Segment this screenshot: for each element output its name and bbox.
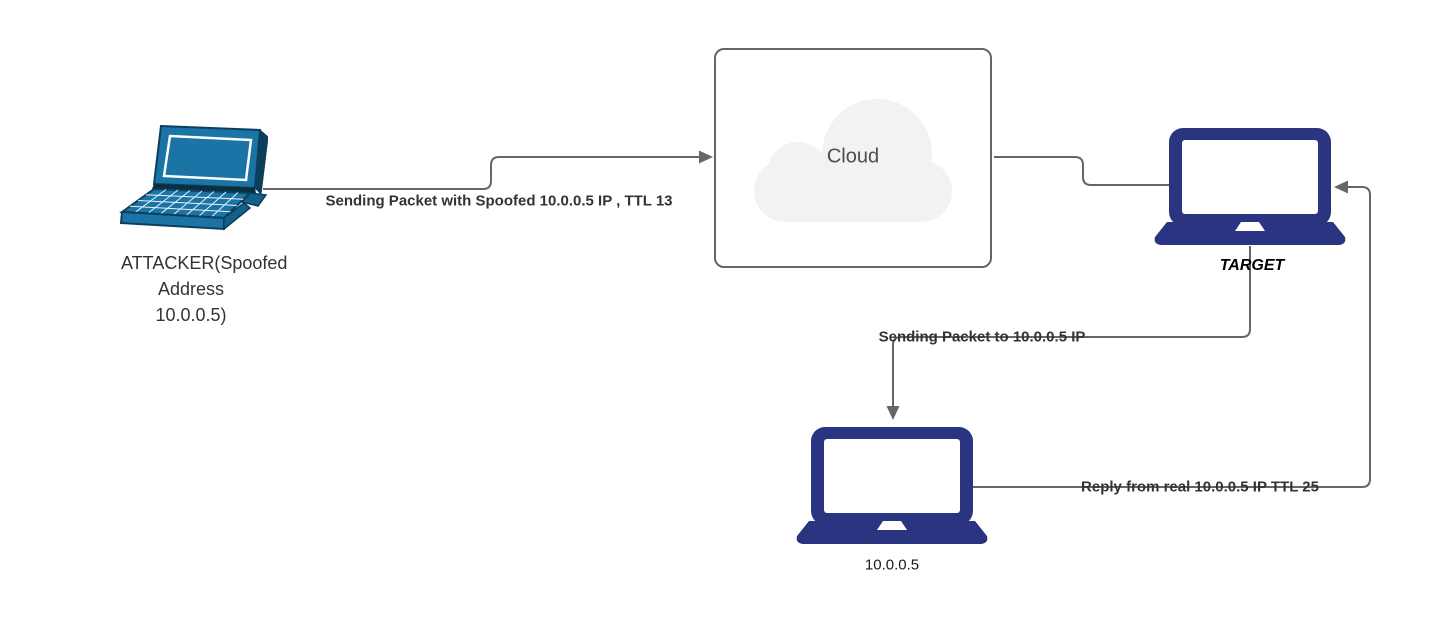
cloud-node: Cloud — [714, 48, 992, 268]
edge-real-host-to-target — [973, 186, 1371, 488]
real-host-laptop-icon — [796, 427, 988, 544]
edge-label-spoofed-packet: Sending Packet with Spoofed 10.0.0.5 IP … — [325, 192, 673, 210]
cloud-label: Cloud — [826, 145, 880, 168]
arrowhead-to-cloud — [699, 150, 713, 164]
edge-label-reply: Reply from real 10.0.0.5 IP TTL 25 — [1081, 478, 1319, 496]
arrowhead-to-real-host — [886, 406, 900, 420]
target-label: TARGET — [1219, 257, 1285, 274]
cloud-icon — [754, 99, 952, 222]
edge-label-sending-packet: Sending Packet to 10.0.0.5 IP — [878, 328, 1086, 346]
target-laptop-icon — [1154, 128, 1346, 245]
attacker-label: ATTACKER(Spoofed Address 10.0.0.5) — [121, 253, 288, 325]
attacker-laptop-icon — [119, 124, 268, 231]
real-host-label: 10.0.0.5 — [864, 556, 920, 574]
edge-target-to-real-host — [892, 246, 1251, 406]
arrowhead-to-target — [1334, 180, 1348, 194]
edge-attacker-to-cloud — [263, 156, 699, 190]
edge-cloud-to-target — [994, 156, 1170, 186]
